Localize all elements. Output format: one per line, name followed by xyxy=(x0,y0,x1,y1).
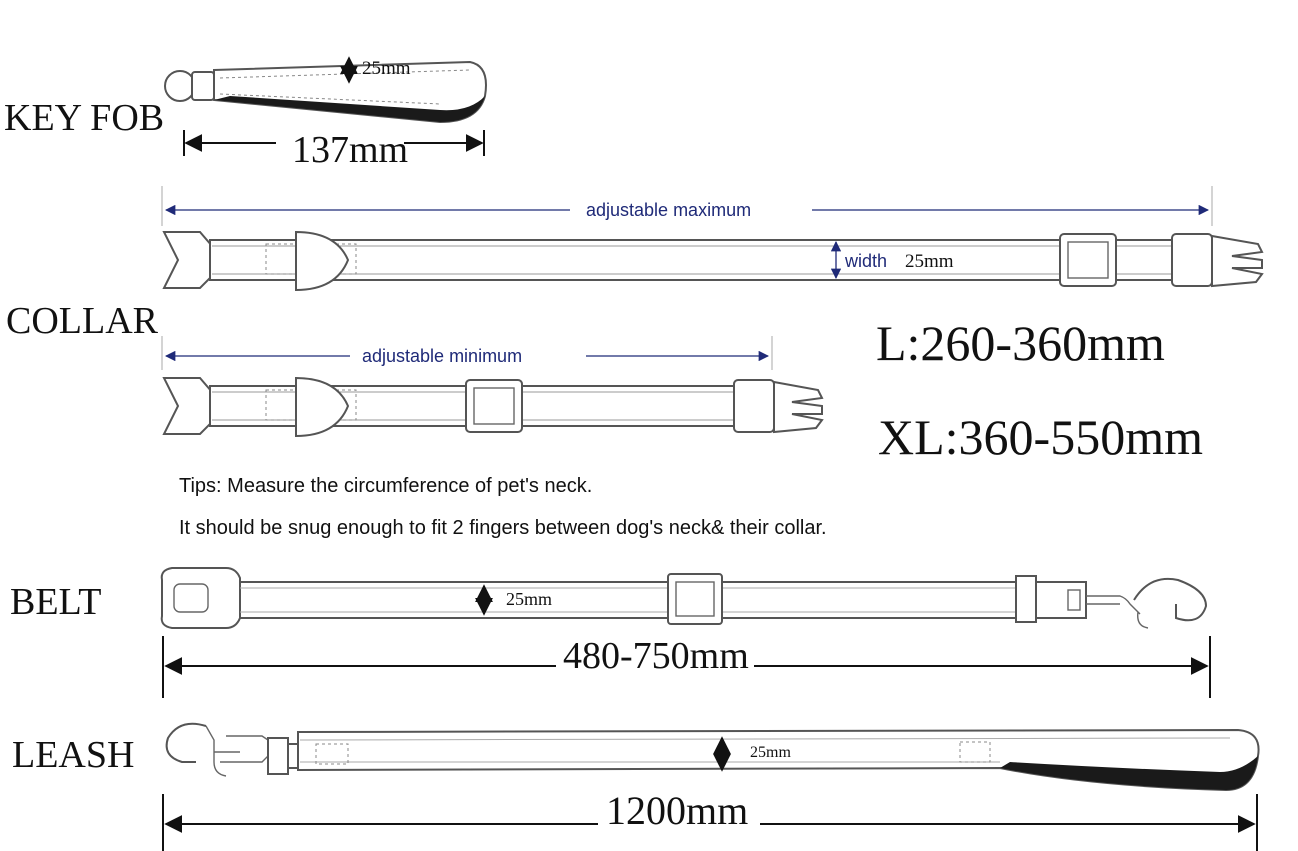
slide-buckle-icon xyxy=(1059,233,1117,287)
leash-section: LEASH 25mm 1200mm xyxy=(12,722,1260,851)
collar-label: COLLAR xyxy=(6,300,159,342)
collar-min-text: adjustable minimum xyxy=(362,346,522,366)
buckle-female-icon-min xyxy=(162,377,213,435)
collar-width-word: width xyxy=(844,251,887,271)
buckle-male-icon-min xyxy=(733,379,775,433)
belt-slide-icon xyxy=(667,573,723,625)
buckle-male-icon xyxy=(1171,233,1213,287)
belt-illustration xyxy=(160,567,1208,629)
fob-width-text: 25mm xyxy=(362,58,411,79)
leash-illustration xyxy=(165,722,1260,792)
collar-size-l: L:260-360mm xyxy=(876,315,1165,371)
leash-handle-dark xyxy=(1000,756,1258,790)
belt-label: BELT xyxy=(10,581,102,623)
key-fob-label: KEY FOB xyxy=(4,97,164,139)
belt-section: BELT 25mm 480-750mm xyxy=(10,567,1211,698)
key-fob-illustration xyxy=(164,60,487,124)
key-fob-section: KEY FOB 25mm 137mm xyxy=(4,56,487,171)
collar-max-illustration xyxy=(162,230,1264,292)
tips-line-2: It should be snug enough to fit 2 finger… xyxy=(179,517,827,539)
buckle-female-icon xyxy=(162,231,213,289)
belt-width-text: 25mm xyxy=(506,589,552,609)
fob-length-text: 137mm xyxy=(292,129,408,171)
leash-length-text: 1200mm xyxy=(606,788,748,833)
belt-length-text: 480-750mm xyxy=(563,635,749,677)
tips-line-1: Tips: Measure the circumference of pet's… xyxy=(179,475,592,497)
leash-width-text: 25mm xyxy=(750,744,791,761)
key-ring-icon xyxy=(164,70,196,102)
collar-max-text: adjustable maximum xyxy=(586,200,751,220)
collar-size-xl: XL:360-550mm xyxy=(878,409,1203,465)
fob-clamp-icon xyxy=(191,71,215,101)
collar-width-value: 25mm xyxy=(905,251,954,272)
d-ring-icon xyxy=(295,230,350,292)
leash-label: LEASH xyxy=(12,734,134,776)
fob-inner-dark xyxy=(214,96,485,122)
collar-section: COLLAR adjustable maximum width 25mm ad xyxy=(6,186,1264,465)
leash-snap-hook-icon xyxy=(165,722,207,763)
collar-min-illustration xyxy=(162,376,824,438)
snap-hook-icon xyxy=(1133,578,1208,622)
d-ring-icon-min xyxy=(295,376,350,438)
tips-section: Tips: Measure the circumference of pet's… xyxy=(179,475,827,539)
slide-buckle-icon-min xyxy=(465,379,523,433)
